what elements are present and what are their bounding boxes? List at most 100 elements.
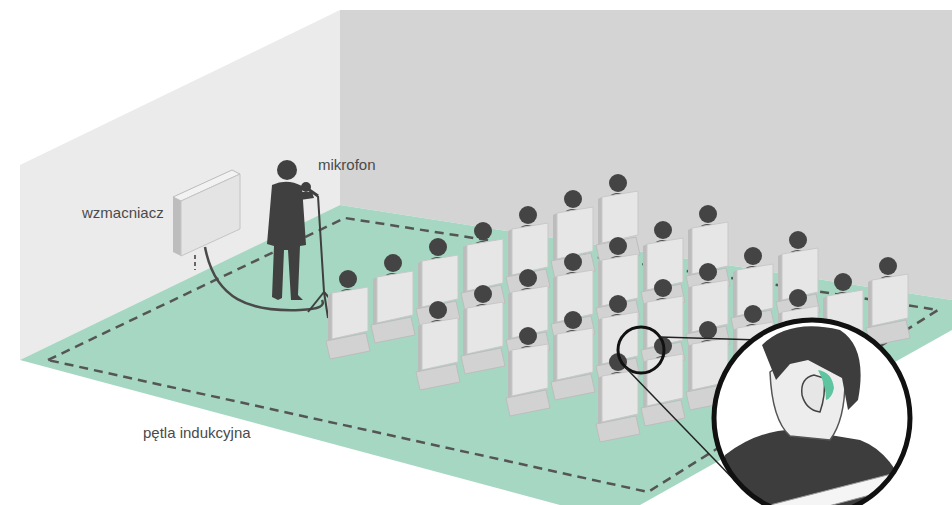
seat-back xyxy=(557,328,593,380)
zoom-seat xyxy=(770,468,920,505)
seat-with-person xyxy=(506,206,550,295)
zoom-detail xyxy=(700,310,940,505)
seat-side xyxy=(598,318,602,366)
seat-back xyxy=(557,207,593,259)
seat-with-person xyxy=(461,222,505,311)
seat-side xyxy=(418,324,422,372)
seat-base xyxy=(326,333,370,359)
seat-base xyxy=(371,317,415,343)
seat-side xyxy=(553,276,557,324)
seat-side xyxy=(688,286,692,334)
seat-with-person xyxy=(416,301,460,390)
person-head xyxy=(699,205,717,223)
seat-with-person xyxy=(326,270,370,359)
hearing-aid xyxy=(818,370,834,400)
person-head xyxy=(609,295,627,313)
person-head xyxy=(564,190,582,208)
person-head xyxy=(564,253,582,271)
seat-side xyxy=(463,308,467,356)
person-head xyxy=(609,237,627,255)
person-head xyxy=(519,269,537,287)
stand-leg xyxy=(324,292,328,318)
cable xyxy=(205,247,323,310)
seat-side xyxy=(643,360,647,408)
seat-with-person xyxy=(416,238,460,327)
microphone-label: mikrofon xyxy=(318,156,376,174)
seat-with-person xyxy=(551,190,595,279)
amp-lead xyxy=(194,255,196,270)
seat-side xyxy=(598,376,602,424)
seat-side xyxy=(598,260,602,308)
seat-with-person xyxy=(596,174,640,263)
seat-base xyxy=(596,416,640,442)
zoom-frame xyxy=(714,320,910,505)
person-head xyxy=(519,206,537,224)
seat-with-person xyxy=(551,311,595,400)
seat-with-person xyxy=(506,327,550,416)
person-head xyxy=(519,327,537,345)
seat-with-person xyxy=(866,257,910,346)
seat-back xyxy=(512,344,548,396)
person-head xyxy=(429,301,447,319)
person-head xyxy=(834,273,852,291)
seat-base xyxy=(551,374,595,400)
person-head xyxy=(699,321,717,339)
seat-side xyxy=(598,197,602,245)
seat-side xyxy=(418,261,422,309)
seat-side xyxy=(508,292,512,340)
stand-leg xyxy=(308,292,324,312)
zoom-ear xyxy=(802,375,825,412)
seat-side xyxy=(643,244,647,292)
speaker xyxy=(267,160,314,300)
seat-side xyxy=(733,270,737,318)
seat-side xyxy=(553,213,557,261)
seat-base xyxy=(506,390,550,416)
seat-back xyxy=(422,255,458,307)
person-head xyxy=(384,254,402,272)
seat-back xyxy=(602,370,638,422)
seat-with-person xyxy=(596,353,640,442)
seat-side xyxy=(553,334,557,382)
person-head xyxy=(744,305,762,323)
seat-back xyxy=(602,191,638,243)
microphone xyxy=(302,183,310,191)
zoom-ground xyxy=(700,310,940,505)
amplifier-side xyxy=(173,197,181,256)
zoom-line xyxy=(660,337,760,340)
seat-back xyxy=(332,287,368,339)
seat-back xyxy=(467,239,503,291)
zoom-source xyxy=(618,327,664,373)
seat-side xyxy=(373,277,377,325)
person-head xyxy=(654,221,672,239)
seat-side xyxy=(688,344,692,392)
person-head xyxy=(789,231,807,249)
seat-side xyxy=(688,228,692,276)
seat-side xyxy=(463,245,467,293)
seat-back xyxy=(422,318,458,370)
person-head xyxy=(609,174,627,192)
stand-pole xyxy=(318,196,324,292)
seat-back xyxy=(512,223,548,275)
amplifier-label: wzmacniacz xyxy=(82,204,164,222)
person-head xyxy=(789,289,807,307)
speaker-head xyxy=(277,160,297,180)
seat-with-person xyxy=(371,254,415,343)
seat-back xyxy=(647,354,683,406)
seat-side xyxy=(508,350,512,398)
person-head xyxy=(474,285,492,303)
seat-back xyxy=(377,271,413,323)
person-head xyxy=(429,238,447,256)
amplifier-front xyxy=(181,174,240,256)
seat-side xyxy=(328,293,332,341)
seat-side xyxy=(868,280,872,328)
seat-back xyxy=(872,274,908,326)
seat-side xyxy=(778,254,782,302)
person-head xyxy=(474,222,492,240)
seat-back xyxy=(467,302,503,354)
loop-label: pętla indukcyjna xyxy=(143,424,251,442)
person-head xyxy=(339,270,357,288)
seat-with-person xyxy=(461,285,505,374)
person-head xyxy=(654,279,672,297)
